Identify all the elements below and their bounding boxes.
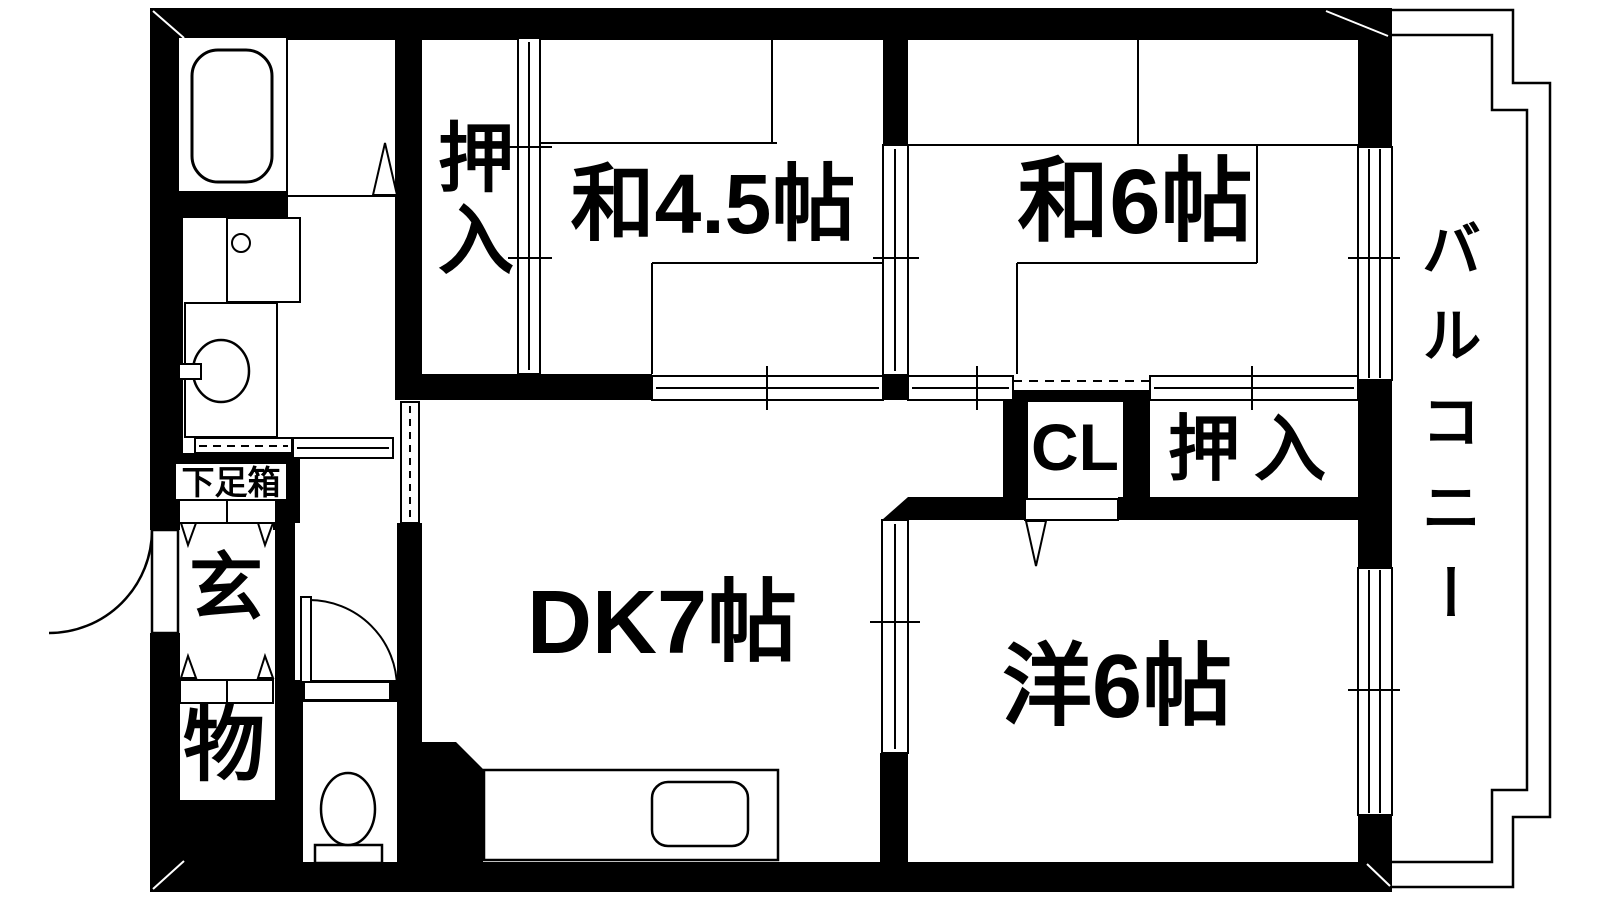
track-oshiire-right (1149, 366, 1359, 410)
room-label-oshiire-right: 押入 (1168, 410, 1341, 490)
genkan-corridor (180, 523, 273, 680)
cl-doorway (1024, 498, 1119, 521)
track-dk-yoshitsu (870, 519, 920, 754)
wall-yoshitsu-top-left (882, 497, 1025, 520)
wall-mid-vertical (395, 40, 422, 400)
room-label-oshiire-top: 押入 (426, 118, 511, 282)
track-wa45-wa6 (873, 144, 919, 376)
wall-right-3 (1358, 813, 1392, 865)
corner-mitre-lines (152, 10, 1391, 890)
bathtub (190, 48, 274, 184)
wall-left-lower (150, 633, 180, 803)
room-label-yoshitsu6: 洋6帖 (1001, 637, 1233, 737)
room-label-dk: DK7帖 (526, 573, 798, 673)
entrance-door (48, 528, 180, 635)
shoebox-box (174, 462, 288, 501)
wall-dk-top-post (883, 374, 908, 400)
balcony-window-wa6 (1348, 146, 1400, 381)
wall-top (150, 8, 1392, 40)
dk-accordion-door (400, 401, 420, 524)
balcony-window-yoshitsu6 (1348, 567, 1400, 816)
balcony-outline (1388, 8, 1552, 889)
hall-white-upper (300, 458, 397, 523)
room-label-balcony: バルコニー (1413, 218, 1480, 648)
balcony-outer-rail (1388, 8, 1552, 889)
cl-door-mark (1024, 520, 1048, 567)
wall-bottom (420, 862, 1392, 892)
room-label-storage: 物 (183, 700, 266, 791)
walls (150, 8, 1392, 892)
sliding-tracks (508, 37, 1400, 816)
genkan-step-lower (179, 679, 274, 704)
entrance-door-arc (48, 529, 154, 635)
wall-yoshitsu-left-lower (880, 753, 908, 862)
kitchen-counter (482, 768, 780, 862)
track-dk-wa45 (651, 366, 884, 410)
wall-right-2 (1358, 380, 1392, 568)
toilet-door (300, 596, 398, 689)
toilet-door-arc (308, 599, 398, 689)
wall-yoshitsu-top-right (1118, 497, 1358, 520)
wall-dk-top-left (422, 374, 652, 400)
room-label-washitsu6: 和6帖 (1017, 151, 1253, 253)
washbasin (178, 302, 278, 438)
wall-hall-right (395, 523, 422, 892)
kitchen-sink (650, 780, 750, 848)
tatami-lines (540, 40, 1358, 374)
room-label-shoebox: 下足箱 (181, 464, 281, 501)
wall-right-1 (1358, 40, 1392, 147)
wall-between-washitsu (883, 40, 908, 145)
room-label-genkan: 玄 (189, 546, 263, 629)
genkan-step-upper (178, 499, 277, 524)
washing-machine-pan (226, 217, 301, 303)
balcony-inner-rail (1392, 33, 1529, 864)
storage-room (180, 703, 275, 800)
genkan-step-marks (179, 522, 275, 679)
hall-sliding-door (292, 437, 394, 459)
washroom-sliding-door-dashed (194, 437, 293, 454)
toilet-doorway (303, 681, 391, 701)
track-dk-wa6 (907, 366, 1014, 410)
fixtures (48, 48, 1048, 865)
toilet (313, 771, 384, 865)
wall-bath-bottom (183, 192, 288, 218)
room-label-cl: CL (1031, 410, 1119, 484)
wall-cl-top (1013, 390, 1150, 402)
wall-dk-corner-blob (420, 742, 483, 862)
toilet-door-leaf (300, 596, 312, 683)
bathroom-door-mark (371, 142, 399, 196)
entrance-door-leaf (150, 528, 180, 635)
track-oshiire-top (508, 37, 552, 375)
room-label-washitsu45: 和4.5帖 (570, 157, 856, 251)
